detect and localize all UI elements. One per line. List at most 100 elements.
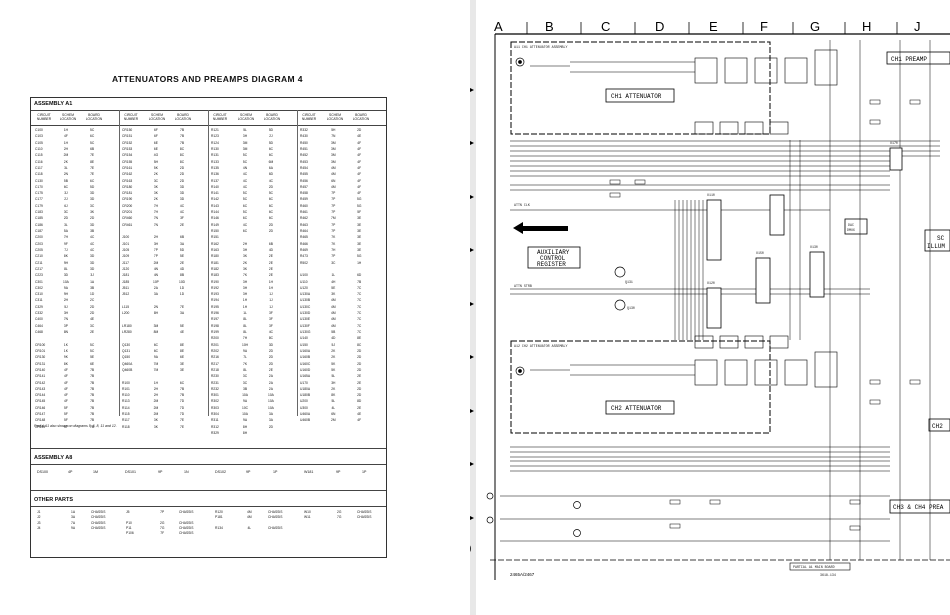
- a8-cell: W181: [304, 470, 314, 474]
- other-parts-label: OTHER PARTS: [34, 497, 74, 503]
- diagram-title: ATTENUATORS AND PREAMPS DIAGRAM 4: [112, 74, 303, 84]
- column-divider: [208, 110, 209, 416]
- a12-label: A12 CH2 ATTENUATOR ASSEMBLY: [514, 344, 567, 348]
- relay-group-ch1: [530, 49, 838, 135]
- parts-location-table: ASSEMBLY A1 CIRCUIT NUMBER SCHEM LOCATIO…: [30, 97, 387, 558]
- a1-col4-circuit: R332 R430 R450 R451 R452 R453 R454 R455 …: [300, 128, 311, 423]
- dmux-label: DMUX: [847, 228, 855, 232]
- ic-u110: [706, 199, 722, 261]
- header-board: BOARD LOCATION: [174, 113, 192, 121]
- signal-arrow: [513, 222, 568, 234]
- other-c1-circuit: J1 J2 J3 J4: [37, 510, 41, 530]
- a8-cell: 4P: [68, 470, 73, 474]
- schematic-diagram: A B C D E F G H J 1 2 3 4 5 6 7 8: [470, 19, 950, 580]
- ic-u170-label: U170: [890, 141, 898, 145]
- other-c4-board: CHASSIS CHASSIS: [357, 510, 372, 520]
- header-circuit: CIRCUIT NUMBER: [36, 113, 52, 121]
- divider: [31, 490, 386, 491]
- a11-label: A11 CH1 ATTENUATOR ASSEMBLY: [514, 45, 567, 49]
- a1-col3-circuit: R121 R123 R124 R130 R131 R133 R135 R136 …: [211, 128, 219, 435]
- q130-label: Q130: [627, 306, 635, 310]
- illum-line2: ILLUM: [927, 243, 945, 250]
- zone-label-A: A: [494, 19, 503, 34]
- left-page: ATTENUATORS AND PREAMPS DIAGRAM 4 ASSEMB…: [0, 0, 470, 615]
- other-c4-circuit: W10 W11: [304, 510, 311, 520]
- ic-u130-label: U130: [810, 245, 818, 249]
- a1-col2-schem: 6F 6F 6E 6E 4G 5H 5K 2K 3C 3K 3K 2K 7H 7…: [153, 128, 159, 429]
- a8-cell: 9P: [336, 470, 341, 474]
- zone-label-C: C: [601, 19, 610, 34]
- partial-a1-box: [789, 562, 851, 571]
- other-c4-schem: 2G 7G: [337, 510, 342, 520]
- aux-register-line2: CONTROL: [540, 255, 566, 262]
- zone-label-H: H: [862, 19, 871, 34]
- a1-col1-schem: 1H 4F 1H 2H 2M 2K 3L 2N 5B 6C 3J 2J 6J 3…: [63, 128, 69, 429]
- ic-u150-label: U150: [756, 251, 764, 255]
- input-connectors: [486, 57, 581, 537]
- a8-cell: 1P: [362, 470, 367, 474]
- drawing-number: 3618-134: [820, 573, 836, 577]
- zone-row-10: 10: [470, 542, 472, 556]
- illum-box: [924, 229, 950, 252]
- attn-strb-label: ATTN STRB: [514, 284, 532, 288]
- header-schem: SCHEM LOCATION: [59, 113, 77, 121]
- zone-label-D: D: [655, 19, 664, 34]
- a1-col3-schem: 5L 3H 3M 3M 5C 5C 4N 4C 4C 4C 5C 5C 6C 5…: [242, 128, 249, 435]
- other-c1-schem: 1A 3A 7A 9A: [71, 510, 76, 530]
- a12-assembly-box: [510, 340, 771, 434]
- a1-col4-board: 2D 4E 4F 4F 4F 4F 4F 4F 4F 4F 4F 5G 5G 5…: [357, 128, 362, 423]
- a1-col2-board: 7B 7B 7B 8C 8C 8C 2D 2D 2D 3D 3D 3D 4C 4…: [179, 128, 186, 429]
- aux-register-line1: AUXILIARY: [537, 249, 570, 256]
- other-c3-circuit: R120 P181 R134: [215, 510, 223, 530]
- ch1-preamp-box: [886, 51, 950, 65]
- header-schem: SCHEM LOCATION: [148, 113, 166, 121]
- ic-u140: [769, 194, 785, 236]
- other-c2-board: CHASSIS CHASSIS CHASSIS CHASSIS: [179, 510, 194, 536]
- zone-label-G: G: [810, 19, 820, 34]
- a8-cell: DS101: [125, 470, 136, 474]
- page-binding-edge: [470, 0, 476, 615]
- a8-cell: 1M: [93, 470, 98, 474]
- a8-cell: DS100: [37, 470, 48, 474]
- assembly-a1-label: ASSEMBLY A1: [34, 101, 73, 107]
- aux-register-line3: REGISTER: [537, 261, 566, 268]
- transistor-q130: [614, 299, 626, 311]
- dac-dmux-box: [844, 218, 868, 235]
- a8-cell: DS102: [215, 470, 226, 474]
- ic-u120: [706, 287, 722, 329]
- other-c2-schem: 7P 2G 7G 7F: [160, 510, 165, 536]
- a1-col1-circuit: C100 C103 C105 C110 C115 C116 C117 C118 …: [35, 128, 46, 429]
- a1-col3-board: 5D 2J 5D 6C 6C 6M 6A 6D 4C 2D 5C 6C 6C 6…: [268, 128, 274, 429]
- a8-cell: 1P: [273, 470, 278, 474]
- zone-label-J: J: [914, 19, 921, 34]
- header-circuit: CIRCUIT NUMBER: [212, 113, 228, 121]
- column-divider: [119, 110, 120, 416]
- divider: [31, 506, 386, 507]
- a8-cell: 9P: [246, 470, 251, 474]
- divider: [31, 448, 386, 449]
- model-label: 2465A/2467: [510, 572, 535, 577]
- right-page: A B C D E F G H J 1 2 3 4 5 6 7 8: [470, 0, 950, 615]
- partial-a1-label: PARTIAL A1 MAIN BOARD: [793, 565, 835, 569]
- vertical-bus: [674, 40, 931, 560]
- a8-cell: 1N: [184, 470, 189, 474]
- margin-arrows: [470, 88, 474, 520]
- aux-control-register-box: [527, 246, 581, 269]
- ch2-preamp-box: [928, 418, 950, 432]
- attn-clk-label: ATTN CLK: [514, 203, 530, 207]
- header-circuit: CIRCUIT NUMBER: [301, 113, 317, 121]
- header-schem: SCHEM LOCATION: [326, 113, 344, 121]
- zone-label-F: F: [760, 19, 768, 34]
- transistor-q131: [614, 266, 626, 278]
- ch2-attenuator-label: CH2 ATTENUATOR: [611, 405, 662, 412]
- illum-line1: SC: [937, 235, 945, 242]
- zone-label-E: E: [709, 19, 718, 34]
- header-board: BOARD LOCATION: [85, 113, 103, 121]
- ch1-attenuator-label: CH1 ATTENUATOR: [611, 93, 662, 100]
- column-divider: [297, 110, 298, 416]
- a8-cell: 9P: [158, 470, 163, 474]
- table-note: Partial A1 also shown on diagrams 5, 6, …: [34, 424, 117, 428]
- a11-assembly-box: [510, 41, 771, 135]
- header-board: BOARD LOCATION: [263, 113, 281, 121]
- divider: [31, 464, 386, 465]
